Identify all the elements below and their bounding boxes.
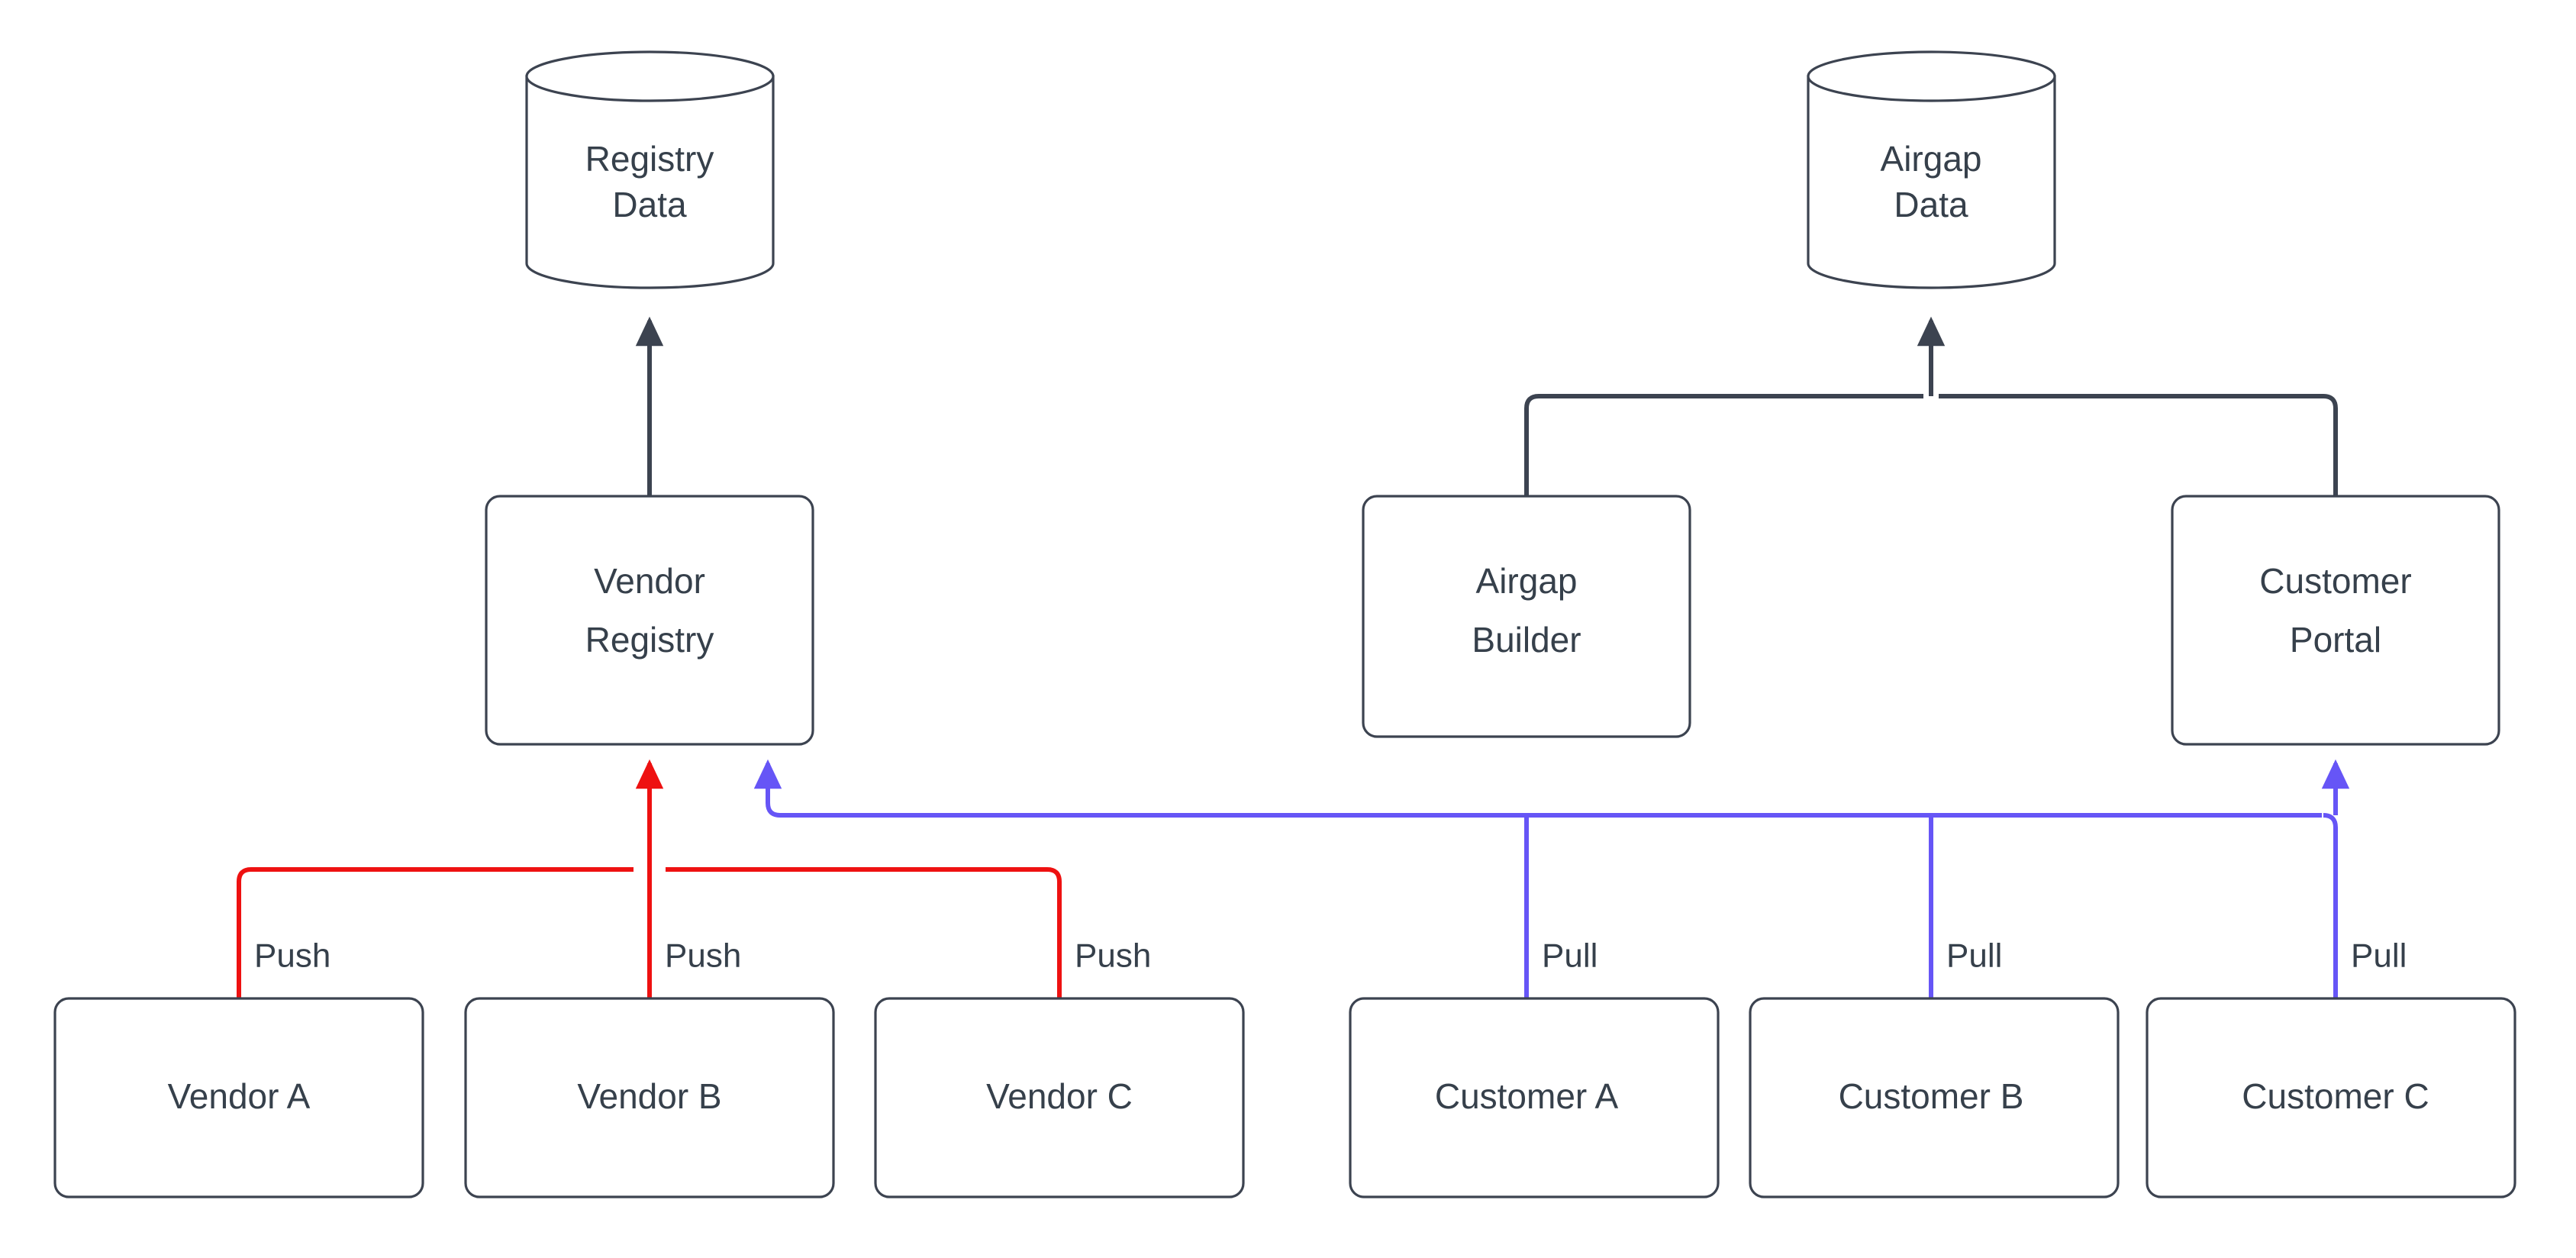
customer-a-label: Customer A [1435,1076,1619,1116]
airgap-builder-label-line2: Builder [1472,620,1581,660]
airgap-data-cylinder-body [1807,75,2056,289]
edge-label-push-vendor-b: Push [665,937,741,975]
airgap-builder-box [1362,495,1691,738]
actor-customer-b[interactable]: Customer B [1749,997,2120,1198]
registry-data-cylinder-top [525,50,775,102]
service-airgap-builder[interactable]: Airgap Builder [1362,495,1691,738]
customer-portal-box [2171,495,2500,746]
airgap-builder-label-line1: Airgap [1476,561,1578,601]
datastore-registry-data[interactable]: Registry Data [525,50,775,289]
airgap-data-label-line1: Airgap [1881,139,1982,179]
customer-c-label: Customer C [2242,1076,2429,1116]
airgap-data-cylinder-top [1807,50,2056,102]
edge-airgap-builder-to-airgap-bus [1524,394,1923,496]
customer-b-box [1749,997,2120,1198]
actor-vendor-b[interactable]: Vendor B [464,997,835,1198]
edge-push-vendor-c [666,867,1062,998]
vendor-a-box [53,997,424,1198]
actor-vendor-c[interactable]: Vendor C [874,997,1245,1198]
vendor-c-label: Vendor C [986,1076,1133,1116]
service-vendor-registry[interactable]: Vendor Registry [485,495,814,746]
edge-pull-customer-c [2323,813,2338,998]
vendor-b-box [464,997,835,1198]
customer-c-box [2146,997,2516,1198]
vendor-c-box [874,997,1245,1198]
vendor-a-label: Vendor A [168,1076,311,1116]
customer-portal-label-line1: Customer [2259,561,2411,601]
airgap-data-label-line2: Data [1894,185,1968,224]
registry-data-label-line1: Registry [585,139,714,179]
service-customer-portal[interactable]: Customer Portal [2171,495,2500,746]
edge-pull-bus-to-vendor-registry [753,759,2322,818]
edge-label-pull-customer-b: Pull [1946,937,2002,975]
datastore-airgap-data[interactable]: Airgap Data [1807,50,2056,289]
registry-data-label-line2: Data [612,185,687,224]
vendor-registry-label-line1: Vendor [594,561,705,601]
edge-label-pull-customer-c: Pull [2351,937,2407,975]
customer-a-box [1349,997,1720,1198]
vendor-registry-label-line2: Registry [585,620,714,660]
vendor-b-label: Vendor B [577,1076,721,1116]
edge-label-pull-customer-a: Pull [1542,937,1598,975]
actor-vendor-a[interactable]: Vendor A [53,997,424,1198]
actor-customer-c[interactable]: Customer C [2146,997,2516,1198]
edge-label-push-vendor-a: Push [254,937,330,975]
edge-push-vendor-a [237,867,634,998]
customer-portal-label-line2: Portal [2290,620,2381,660]
actor-customer-a[interactable]: Customer A [1349,997,1720,1198]
edge-label-push-vendor-c: Push [1075,937,1151,975]
registry-data-cylinder-body [525,75,775,289]
edge-customer-portal-to-airgap-bus [1939,394,2338,496]
customer-b-label: Customer B [1839,1076,2024,1116]
vendor-registry-box [485,495,814,746]
